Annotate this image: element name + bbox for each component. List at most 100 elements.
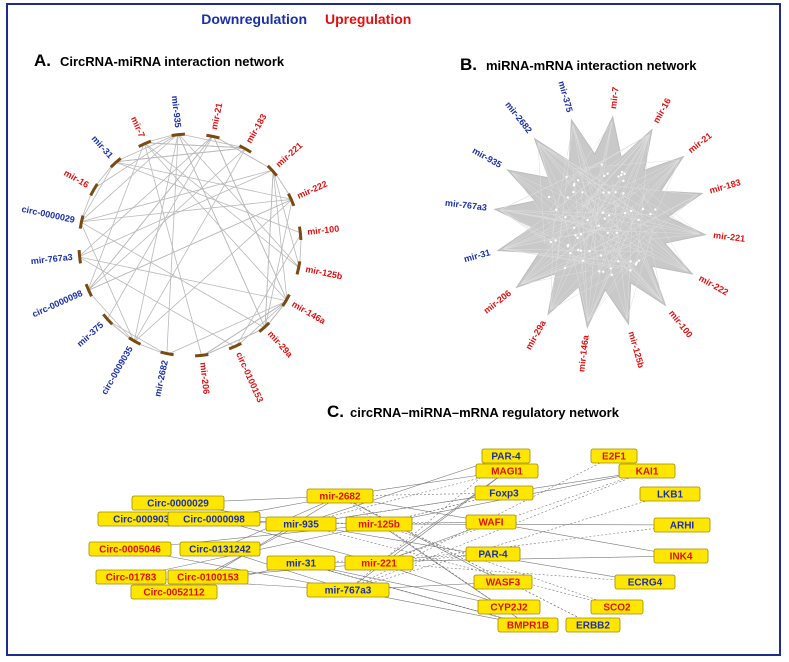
circrna-node-box	[95, 569, 167, 585]
panel-a-node-label: mir-221	[274, 140, 304, 169]
circrna-node-label: Circ-0100153	[177, 573, 239, 584]
panel-a-node	[228, 342, 242, 351]
mrna-node-label: ERBB2	[576, 621, 610, 632]
panel-b-gene-node	[654, 208, 657, 211]
panel-a-node-label: circ-0009035	[99, 344, 135, 396]
circrna-node-box	[167, 511, 261, 527]
panel-b-edge	[562, 134, 650, 186]
panel-a-node-label: mir-222	[295, 179, 328, 201]
panel-b-edge	[547, 134, 650, 247]
legend-downregulation: Downregulation	[201, 11, 307, 27]
panel-a-edge	[144, 142, 288, 302]
panel-b-edge	[579, 121, 613, 275]
panel-b-edge	[549, 134, 650, 241]
panel-a-node-label: mir-206	[198, 362, 211, 395]
panel-b-node-label: mir-7	[608, 86, 621, 109]
panel-b-gene-node	[615, 231, 618, 234]
panel-c-edge	[378, 562, 646, 583]
mrna-node-label: MAGI1	[491, 467, 523, 478]
panel-b-gene-node	[614, 191, 617, 194]
mirna-node: mir-935	[265, 516, 337, 532]
mirna-node: mir-2682	[306, 488, 374, 504]
panel-a-edge	[78, 256, 288, 302]
panel-c-edge	[378, 523, 618, 608]
mirna-node-label: mir-2682	[319, 492, 361, 503]
panel-b-node-label: mir-183	[708, 177, 742, 195]
panel-b-gene-node	[555, 208, 558, 211]
panel-b-edge	[611, 180, 628, 320]
panel-b-gene-node	[606, 231, 609, 235]
panel-a-node	[297, 226, 303, 240]
mirna-node: mir-221	[344, 555, 414, 571]
panel-b-edge	[603, 134, 650, 267]
panel-b-edge	[577, 202, 688, 272]
circrna-node-box	[131, 495, 225, 511]
panel-b-gene-node	[576, 236, 579, 240]
panel-a-edge	[80, 133, 179, 223]
panel-a-edge	[80, 221, 266, 329]
panel-b-node-label: mir-16	[651, 96, 673, 124]
panel-b-edge	[499, 209, 580, 253]
panel-a-node-label: mir-146a	[290, 299, 328, 327]
panel-b-edge	[572, 169, 589, 322]
mirna-node-label: mir-125b	[358, 520, 400, 531]
panel-a-node-label: circ-0100153	[234, 350, 265, 403]
panel-b-node-label: mir-2682	[503, 100, 534, 135]
panel-b-edge	[502, 218, 600, 250]
panel-a-edge	[80, 198, 293, 223]
panel-b-gene-node	[563, 266, 567, 270]
panel-b-edge	[580, 190, 688, 272]
panel-a-edge	[87, 147, 247, 291]
panel-b-gene-node	[637, 259, 641, 262]
panel-a-edge	[178, 133, 246, 149]
panel-a-edge	[80, 161, 116, 223]
panel-b-edge	[628, 205, 688, 272]
mrna-node-label: Foxp3	[489, 489, 519, 500]
panel-b-edge	[550, 202, 565, 310]
mrna-node-box	[565, 617, 621, 633]
panel-a-edge	[144, 142, 246, 149]
mrna-node-label: LKB1	[657, 490, 684, 501]
mrna-node: ARHI	[653, 517, 711, 533]
panel-b-edge	[520, 236, 618, 285]
panel-b-edges	[499, 121, 701, 323]
panel-b-edge	[537, 142, 652, 223]
panel-c-edge	[300, 562, 529, 626]
circrna-node-box	[179, 541, 261, 557]
mrna-node-label: WASF3	[486, 578, 521, 589]
panel-b-gene-node	[586, 218, 589, 222]
panel-b-edge	[588, 194, 698, 283]
panel-a-node-label: mir-935	[170, 95, 183, 128]
panel-c-letter: C.	[327, 402, 344, 421]
panel-b-edge	[564, 218, 589, 323]
mrna-node-box	[481, 448, 531, 464]
panel-b-gene-node	[603, 217, 606, 220]
mirna-node-box	[344, 555, 414, 571]
panel-b-node-label: mir-100	[667, 308, 695, 339]
panel-b-gene-node	[609, 267, 612, 270]
panel-a-letter: A.	[34, 51, 51, 70]
panel-b-edge	[572, 124, 593, 192]
panel-b-edge	[499, 209, 561, 253]
panel-b-gene-node	[649, 212, 652, 216]
panel-a-edge	[78, 169, 274, 258]
circrna-node: Circ-0100153	[167, 569, 249, 585]
mrna-node-box	[473, 574, 533, 590]
mirna-node-box	[306, 582, 390, 598]
mrna-node: WAFI	[465, 514, 517, 530]
mirna-node-box	[266, 555, 336, 571]
mrna-node: ECRG4	[614, 574, 676, 590]
panel-b-edge	[589, 134, 650, 227]
panel-b-edge	[598, 198, 701, 235]
panel-a-node-label: circ-0000029	[21, 204, 76, 225]
panel-a-edge	[177, 133, 266, 329]
panel-a-edge	[87, 198, 293, 292]
panel-a-edge	[114, 147, 246, 163]
panel-b-gene-node	[597, 224, 600, 227]
circrna-node: Circ-0052112	[130, 584, 218, 600]
panel-a-edge	[201, 300, 288, 357]
panel-b-node-label: mir-21	[686, 131, 713, 156]
panel-b-gene-node	[602, 191, 605, 194]
